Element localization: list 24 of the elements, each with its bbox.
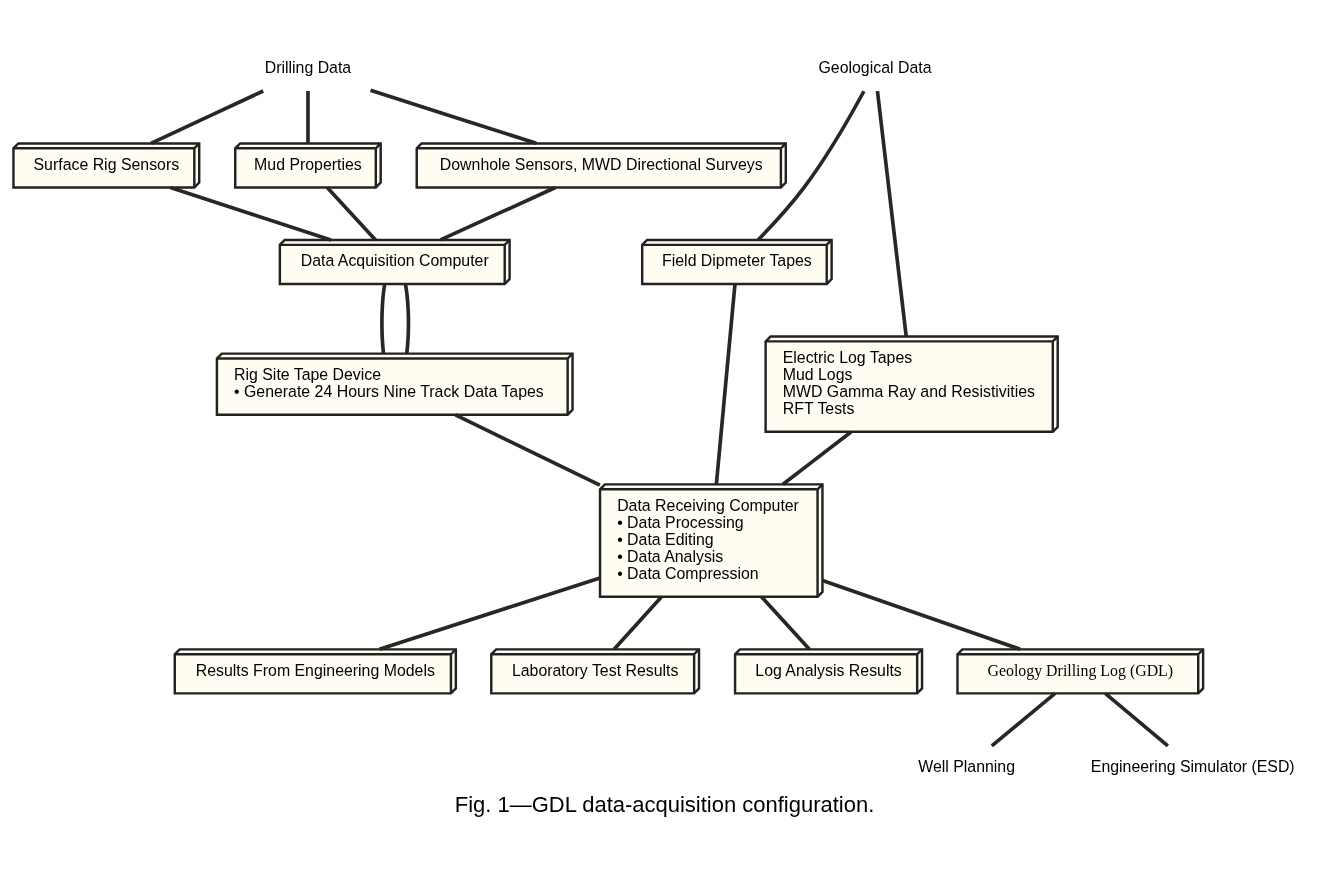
connector (612, 595, 663, 651)
connector (990, 692, 1057, 748)
connector (714, 284, 737, 485)
connector (875, 90, 909, 337)
connector (760, 595, 811, 651)
node-text: Geological Data (818, 59, 932, 77)
node-text: Drilling Data (264, 59, 352, 77)
connector (756, 90, 866, 242)
connector (1104, 692, 1170, 748)
node-text: Well Planning (918, 758, 1016, 776)
connector (403, 283, 411, 354)
connector (306, 91, 310, 144)
caption: Fig. 1—GDL data-acquisition configuration. (454, 792, 875, 818)
connector (379, 576, 601, 652)
connector (150, 89, 264, 146)
connector (439, 185, 557, 242)
node-text: Engineering Simulator (ESD) (1090, 758, 1295, 776)
connector (380, 283, 387, 354)
connector (781, 430, 853, 486)
connector (325, 186, 377, 242)
connector (454, 413, 601, 487)
connector (821, 578, 1021, 651)
connector (369, 88, 537, 146)
connector (169, 185, 332, 242)
